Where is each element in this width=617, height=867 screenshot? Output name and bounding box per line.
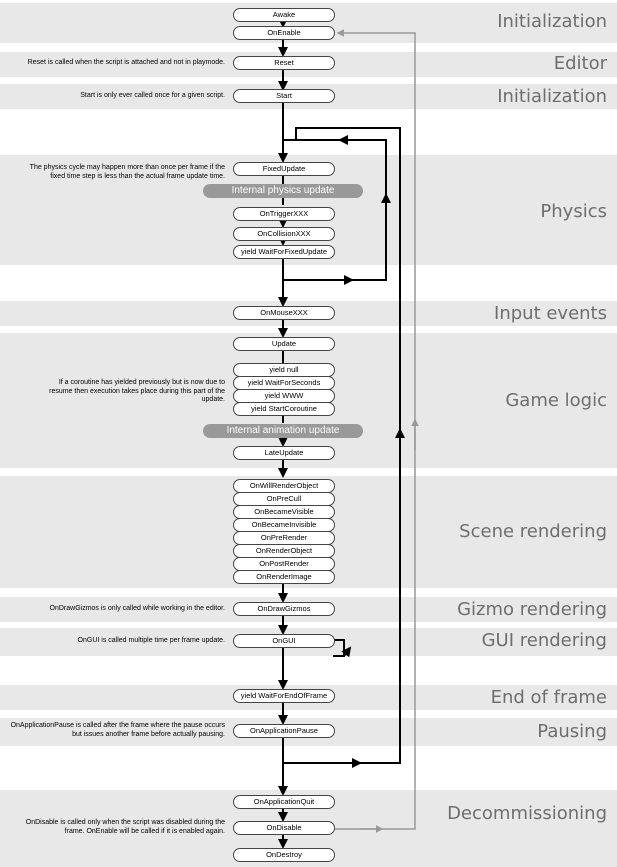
arrow bbox=[338, 135, 387, 280]
section-initialization: Initialization bbox=[497, 11, 607, 32]
node-on-became-visible: OnBecameVisible bbox=[233, 505, 335, 519]
section-gui-rendering: GUI rendering bbox=[481, 630, 607, 651]
node-on-enable: OnEnable bbox=[233, 26, 335, 40]
node-on-post-render: OnPostRender bbox=[233, 557, 335, 571]
node-yield-seconds: yield WaitForSeconds bbox=[233, 376, 335, 390]
node-late-update: LateUpdate bbox=[233, 446, 335, 460]
note-coroutine: If a coroutine has yielded previously bu… bbox=[49, 379, 225, 403]
section-physics: Physics bbox=[540, 201, 607, 222]
node-on-trigger: OnTriggerXXX bbox=[233, 207, 335, 221]
note-physics: The physics cycle may happen more than o… bbox=[29, 164, 225, 180]
node-awake: Awake bbox=[233, 8, 335, 22]
note-reset: Reset is called when the script is attac… bbox=[27, 59, 225, 66]
node-on-app-pause: OnApplicationPause bbox=[233, 724, 335, 738]
note-gui: OnGUI is called multiple time per frame … bbox=[77, 637, 225, 644]
note-pause: OnApplicationPause is called after the f… bbox=[10, 722, 225, 738]
node-on-disable: OnDisable bbox=[233, 821, 335, 835]
node-on-pre-cull: OnPreCull bbox=[233, 492, 335, 506]
section-pausing: Pausing bbox=[537, 721, 607, 742]
node-on-draw-gizmos: OnDrawGizmos bbox=[233, 602, 335, 616]
section-editor: Editor bbox=[553, 53, 607, 74]
note-disable: OnDisable is called only when the script… bbox=[25, 819, 225, 835]
node-on-mouse: OnMouseXXX bbox=[233, 306, 335, 320]
section-game-logic: Game logic bbox=[505, 390, 607, 411]
node-on-became-invisible: OnBecameInvisible bbox=[233, 518, 335, 532]
node-fixed-update: FixedUpdate bbox=[233, 162, 335, 176]
node-on-pre-render: OnPreRender bbox=[233, 531, 335, 545]
section-initialization-start: Initialization bbox=[497, 86, 607, 107]
node-yield-fixed: yield WaitForFixedUpdate bbox=[233, 245, 335, 259]
section-decommissioning: Decommissioning bbox=[447, 803, 607, 824]
node-yield-end-of-frame: yield WaitForEndOfFrame bbox=[233, 689, 335, 703]
node-yield-coroutine: yield StartCoroutine bbox=[233, 402, 335, 416]
node-on-render-object: OnRenderObject bbox=[233, 544, 335, 558]
section-gizmo-rendering: Gizmo rendering bbox=[457, 599, 607, 620]
arrow bbox=[341, 646, 352, 658]
node-update: Update bbox=[233, 337, 335, 351]
internal-animation-update: Internal animation update bbox=[203, 424, 363, 438]
note-start: Start is only ever called once for a giv… bbox=[80, 92, 225, 99]
node-start: Start bbox=[233, 89, 335, 103]
frame-loop-arrow bbox=[283, 127, 401, 764]
section-input-events: Input events bbox=[494, 303, 607, 324]
section-scene-rendering: Scene rendering bbox=[459, 521, 607, 542]
section-end-of-frame: End of frame bbox=[490, 687, 607, 708]
node-yield-www: yield WWW bbox=[233, 389, 335, 403]
note-gizmos: OnDrawGizmos is only called while workin… bbox=[49, 605, 225, 612]
internal-physics-update: Internal physics update bbox=[203, 184, 363, 198]
node-on-will-render: OnWillRenderObject bbox=[233, 479, 335, 493]
node-on-collision: OnCollisionXXX bbox=[233, 227, 335, 241]
node-on-gui: OnGUI bbox=[233, 634, 335, 648]
node-on-destroy: OnDestroy bbox=[233, 848, 335, 862]
node-on-app-quit: OnApplicationQuit bbox=[233, 795, 335, 809]
node-on-render-image: OnRenderImage bbox=[233, 570, 335, 584]
arrow bbox=[282, 139, 350, 150]
node-reset: Reset bbox=[233, 56, 335, 70]
node-yield-null: yield null bbox=[233, 363, 335, 377]
